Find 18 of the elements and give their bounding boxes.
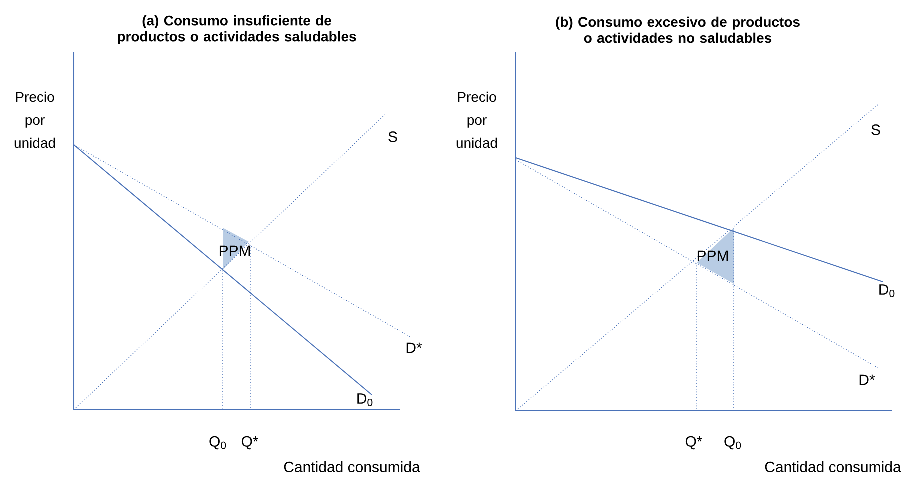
curve-label: D*	[860, 374, 876, 386]
axis-label: Precio por unidad	[456, 92, 498, 148]
panel-title: (a) Consumo insuficiente de productos o actividades saludables	[118, 15, 356, 45]
quantity-label: Q*	[242, 436, 259, 450]
quantity-label: Q$_{0}$	[210, 436, 226, 450]
area-label: PPM	[698, 250, 728, 262]
area-label: PPM	[220, 246, 250, 256]
axis-label: Precio por unidad	[14, 92, 56, 148]
curve-label: D$_{0}$	[880, 284, 895, 298]
curve-label: S	[388, 132, 398, 142]
curve-label: D$_{0}$	[358, 394, 373, 406]
axis-label: Cantidad consumida	[765, 461, 902, 472]
panel-title: (b) Consumo excesivo de productos o actividades no saludables	[556, 16, 800, 44]
quantity-label: Q*	[686, 436, 703, 450]
curve-label: D*	[406, 342, 422, 354]
curve-label: S	[872, 124, 880, 136]
axis-label: Cantidad consumida	[284, 461, 420, 472]
quantity-label: Q$_{0}$	[724, 436, 742, 450]
